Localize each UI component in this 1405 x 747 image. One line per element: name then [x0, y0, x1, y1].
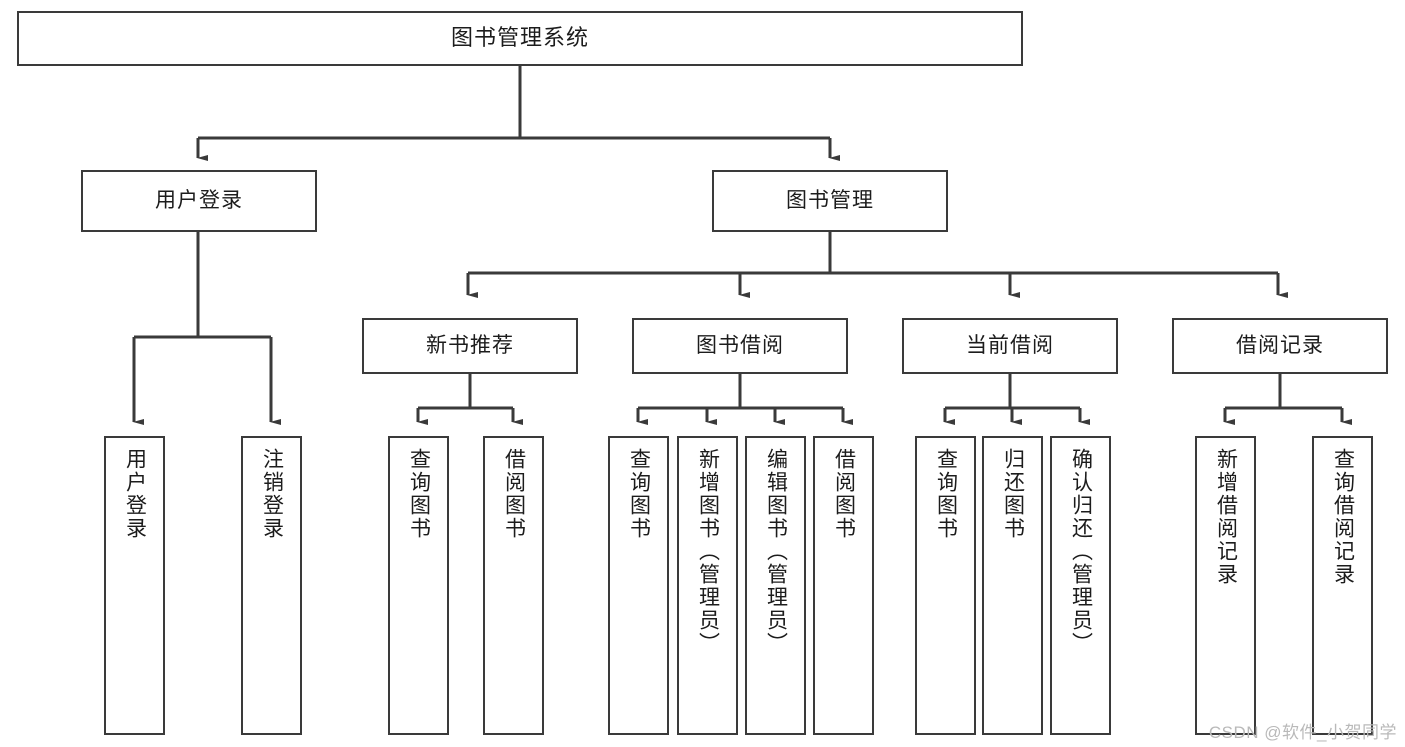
node-label: 借阅图书	[832, 448, 856, 540]
node-label: 借阅图书	[502, 448, 526, 540]
node-label: 图书管理	[786, 189, 874, 213]
node-label: 图书借阅	[696, 334, 784, 358]
node-label: 新书推荐	[426, 334, 514, 358]
node-user-login[interactable]: 用户登录	[81, 170, 317, 232]
leaf-new-book-borrow-book[interactable]: 借阅图书	[483, 436, 544, 735]
node-label: 查询图书	[407, 448, 431, 540]
node-label: 图书管理系统	[450, 25, 589, 51]
node-current-borrow[interactable]: 当前借阅	[902, 318, 1118, 374]
node-label: 新增借阅记录	[1214, 448, 1238, 586]
node-label: 归还图书	[1001, 448, 1025, 540]
node-label: 确认归还（管理员）	[1069, 448, 1093, 655]
node-label: 查询图书	[934, 448, 958, 540]
node-label: 新增图书（管理员）	[696, 448, 720, 655]
node-label: 查询图书	[627, 448, 651, 540]
leaf-book-borrow-query-book[interactable]: 查询图书	[608, 436, 669, 735]
node-label: 当前借阅	[966, 334, 1054, 358]
leaf-book-borrow-borrow-book[interactable]: 借阅图书	[813, 436, 874, 735]
leaf-user-login-signout[interactable]: 注销登录	[241, 436, 302, 735]
leaf-user-login-signin[interactable]: 用户登录	[104, 436, 165, 735]
leaf-current-borrow-return-book[interactable]: 归还图书	[982, 436, 1043, 735]
node-book-management[interactable]: 图书管理	[712, 170, 948, 232]
leaf-borrow-record-add-record[interactable]: 新增借阅记录	[1195, 436, 1256, 735]
node-borrow-record[interactable]: 借阅记录	[1172, 318, 1388, 374]
node-book-borrow[interactable]: 图书借阅	[632, 318, 848, 374]
leaf-borrow-record-query-record[interactable]: 查询借阅记录	[1312, 436, 1373, 735]
leaf-book-borrow-add-book-admin[interactable]: 新增图书（管理员）	[677, 436, 738, 735]
node-new-book-recommend[interactable]: 新书推荐	[362, 318, 578, 374]
node-label: 注销登录	[260, 448, 284, 540]
node-label: 用户登录	[123, 448, 147, 540]
node-root-book-management-system[interactable]: 图书管理系统	[17, 11, 1023, 66]
watermark: CSDN @软件_小贺同学	[1208, 723, 1397, 742]
leaf-current-borrow-confirm-return-admin[interactable]: 确认归还（管理员）	[1050, 436, 1111, 735]
node-label: 用户登录	[155, 189, 243, 213]
leaf-new-book-query-book[interactable]: 查询图书	[388, 436, 449, 735]
node-label: 编辑图书（管理员）	[764, 448, 788, 655]
node-label: 借阅记录	[1236, 334, 1324, 358]
node-label: 查询借阅记录	[1331, 448, 1355, 586]
leaf-current-borrow-query-book[interactable]: 查询图书	[915, 436, 976, 735]
leaf-book-borrow-edit-book-admin[interactable]: 编辑图书（管理员）	[745, 436, 806, 735]
